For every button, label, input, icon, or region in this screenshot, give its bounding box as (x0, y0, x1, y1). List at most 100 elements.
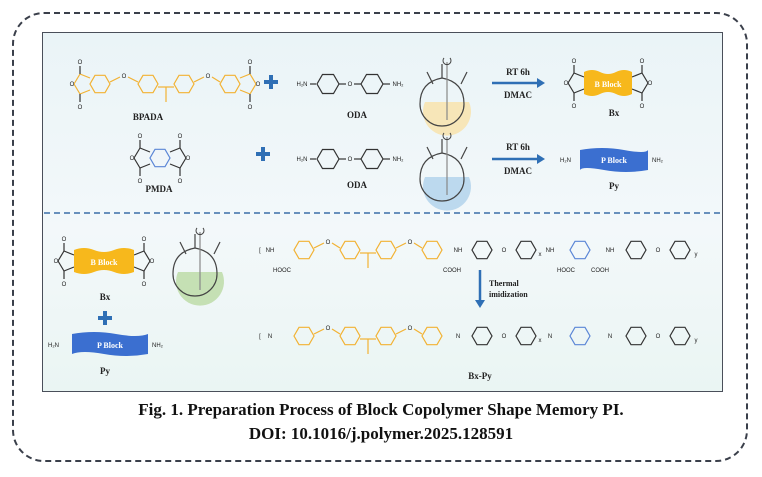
condition-time-1: RT 6h (506, 67, 530, 77)
benzene-ring (375, 326, 397, 346)
atom-label: O (206, 74, 211, 80)
plus-icon (256, 147, 270, 161)
bond (413, 328, 423, 335)
atom-label: N (608, 334, 612, 340)
bond (133, 157, 141, 169)
b-block-label-2: B Block (91, 258, 118, 267)
bx-py-label: Bx-Py (468, 371, 492, 381)
carbonyl-oxygen: O (138, 179, 143, 185)
p-block-shape (72, 332, 148, 356)
atom-label: NH (546, 248, 555, 254)
atom-label: HOOC (273, 268, 292, 274)
bond (641, 72, 649, 84)
atom-label: O (502, 334, 507, 340)
amine-end: H₂N (560, 158, 571, 164)
ring-oxygen: O (186, 156, 191, 162)
bond (313, 242, 325, 249)
atom-label: O (326, 326, 331, 332)
bond (133, 147, 141, 159)
atom-label: NH (266, 248, 275, 254)
reaction-arrow-2 (492, 154, 545, 164)
ring-oxygen: O (70, 82, 75, 88)
ring-oxygen: O (130, 156, 135, 162)
carbonyl-oxygen: O (248, 60, 253, 66)
benzene-ring (293, 240, 315, 260)
benzene-ring (316, 73, 340, 95)
step-label-imidization: imidization (489, 290, 528, 299)
carbonyl-oxygen: O (572, 104, 577, 110)
bond (179, 157, 187, 169)
repeat-subscript-y: y (695, 252, 698, 258)
benzene-ring (219, 74, 241, 94)
bond (239, 73, 251, 79)
bond (460, 146, 468, 160)
py-label-2: Py (100, 366, 110, 376)
benzene-ring (421, 326, 443, 346)
ring-oxygen: O (648, 81, 653, 87)
stirrer-rotation-icon (442, 57, 452, 66)
bond (57, 250, 65, 262)
atom-label: O (656, 334, 661, 340)
bond (57, 260, 65, 272)
pmda-label: PMDA (146, 184, 173, 194)
bond (73, 83, 81, 95)
bond (127, 76, 139, 83)
carbonyl-oxygen: O (138, 134, 143, 140)
bond (641, 82, 649, 94)
bond (139, 147, 151, 153)
carbonyl-oxygen: O (178, 134, 183, 140)
benzene-ring (137, 74, 159, 94)
b-block-label-1: B Block (595, 80, 622, 89)
atom-label: N (456, 334, 460, 340)
benzene-ring (360, 148, 384, 170)
p-block-shape (580, 148, 648, 172)
bracket: [ (259, 334, 261, 340)
benzene-ring (515, 326, 537, 346)
benzene-ring (569, 326, 591, 346)
figure-doi: DOI: 10.1016/j.polymer.2025.128591 (248, 424, 514, 443)
amine-end: NH₂ (652, 158, 664, 164)
bond (331, 242, 341, 249)
atom-label: N (268, 334, 272, 340)
bond (631, 72, 643, 78)
plus-icon (98, 311, 112, 325)
bond (567, 72, 575, 84)
condition-solvent-1: DMAC (504, 90, 532, 100)
atom-label: N (548, 334, 552, 340)
bond (313, 328, 325, 335)
py-label-1: Py (609, 181, 619, 191)
carbonyl-oxygen: O (142, 282, 147, 288)
carbonyl-oxygen: O (62, 237, 67, 243)
carbonyl-oxygen: O (640, 59, 645, 65)
benzene-ring (515, 240, 537, 260)
atom-label: NH₂ (393, 82, 405, 88)
repeat-subscript-y: y (695, 338, 698, 344)
bond (79, 89, 91, 95)
oda-label-1: ODA (347, 110, 368, 120)
atom-label: COOH (443, 268, 461, 274)
bond (573, 72, 585, 78)
p-block-label-1: P Block (601, 156, 628, 165)
benzene-ring (625, 240, 647, 260)
benzene-ring (339, 326, 361, 346)
figure-frame (12, 12, 748, 462)
repeat-subscript-x: x (539, 338, 542, 344)
ring-oxygen: O (150, 259, 155, 265)
amine-end: NH₂ (152, 343, 164, 349)
condition-solvent-2: DMAC (504, 166, 532, 176)
atom-label: NH (454, 248, 463, 254)
bond (239, 89, 251, 95)
atom-label: O (348, 82, 353, 88)
bracket: [ (259, 248, 261, 254)
atom-label: O (408, 240, 413, 246)
plus-icon (264, 75, 278, 89)
carbonyl-oxygen: O (248, 105, 253, 111)
repeat-subscript-x: x (539, 252, 542, 258)
bond (109, 76, 121, 83)
carbonyl-oxygen: O (78, 60, 83, 66)
benzene-ring (625, 326, 647, 346)
carbonyl-oxygen: O (640, 104, 645, 110)
condition-time-2: RT 6h (506, 142, 530, 152)
